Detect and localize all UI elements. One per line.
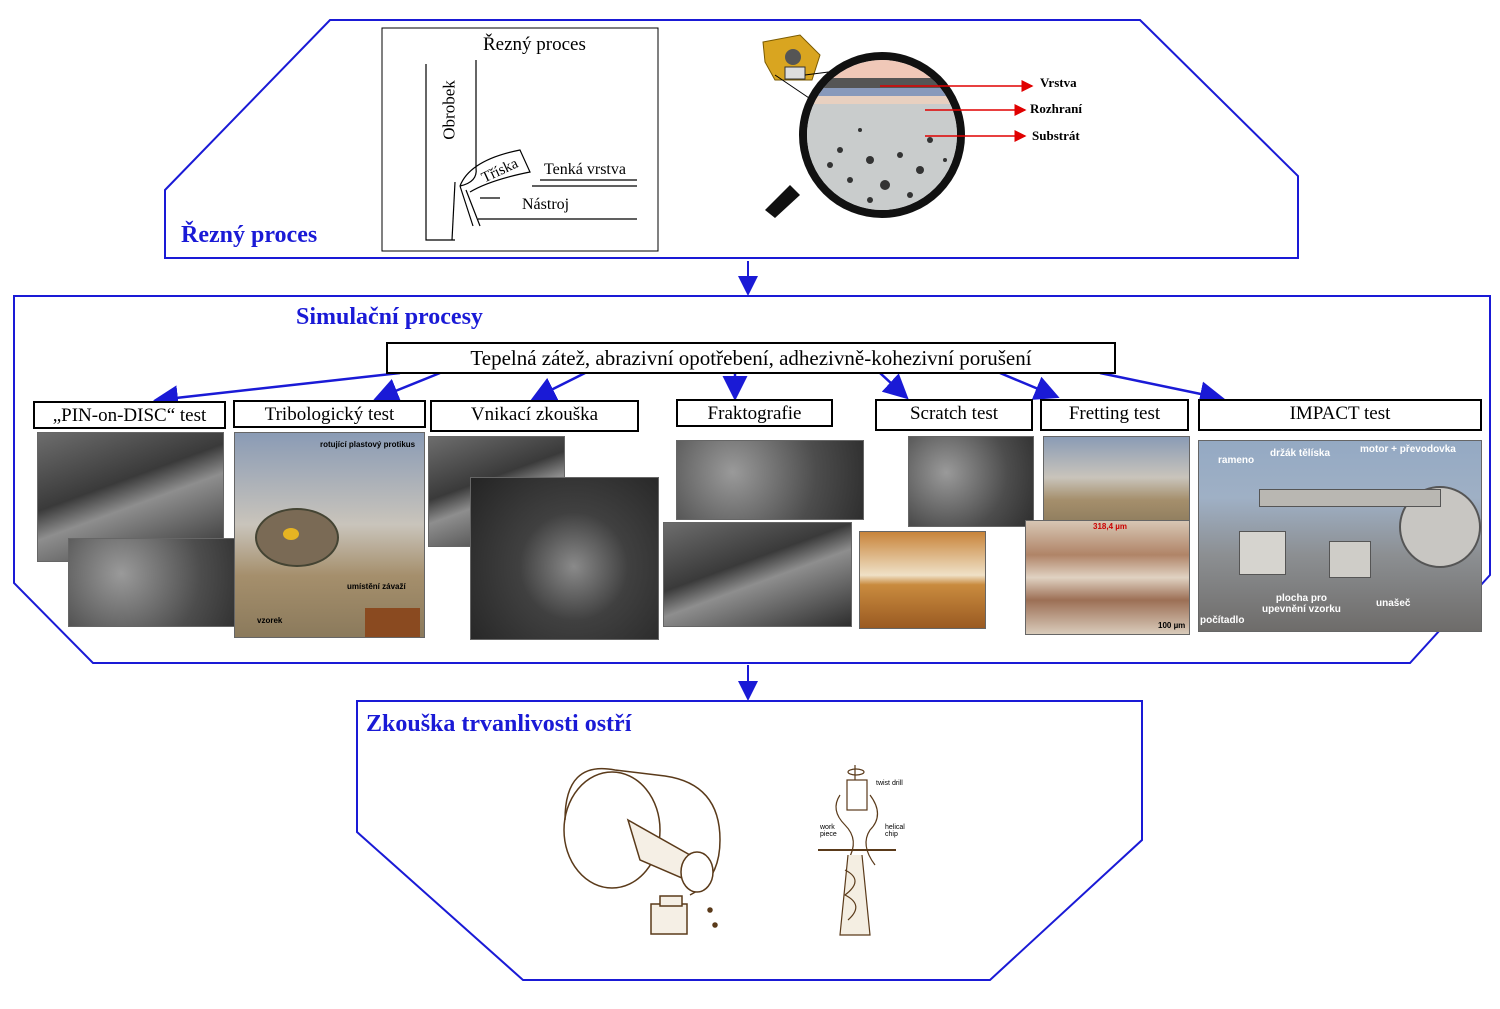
test-label-impact: IMPACT test xyxy=(1198,399,1482,431)
impact-motor-label: motor + převodovka xyxy=(1360,444,1456,455)
fretting-photo-2 xyxy=(1025,520,1190,635)
label-rozhrani: Rozhraní xyxy=(1030,101,1082,116)
impact-counter-label: počítadlo xyxy=(1200,615,1245,626)
tribology-photo xyxy=(234,432,425,638)
durability-frame xyxy=(356,700,1143,981)
durability-title: Zkouška trvanlivosti ostří xyxy=(366,711,632,737)
sketch-tenka-vrstva: Tenká vrstva xyxy=(544,161,626,178)
tribology-weight-label: umístění závaží xyxy=(347,582,406,591)
sketch-title: Řezný proces xyxy=(483,34,586,55)
impact-holder-label: držák tělíska xyxy=(1270,448,1331,459)
test-label-tribology: Tribologický test xyxy=(233,400,426,428)
pin-on-disc-photo-2 xyxy=(68,538,244,627)
lathe-sketch xyxy=(563,767,721,935)
impact-surface-label: plocha pro upevnění vzorku xyxy=(1262,593,1341,615)
simulation-frame xyxy=(13,295,1491,664)
sketch-nastroj: Nástroj xyxy=(522,196,570,213)
impact-driver-label: unašeč xyxy=(1376,598,1411,609)
label-substrat: Substrát xyxy=(1032,128,1080,143)
test-label-indentation: Vnikací zkouška xyxy=(430,400,639,432)
fractography-photo-2 xyxy=(663,522,852,627)
scratch-photo-2 xyxy=(859,531,986,629)
cutting-process-title: Řezný proces xyxy=(181,222,318,248)
magnifier xyxy=(765,52,965,218)
tribology-counterpart-label: rotující plastový protikus xyxy=(320,440,416,449)
fretting-photo-1 xyxy=(1043,436,1190,528)
insert-illustration xyxy=(762,34,821,81)
scratch-photo-1 xyxy=(908,436,1034,527)
test-label-pin-on-disc: „PIN-on-DISC“ test xyxy=(33,401,226,429)
test-label-scratch: Scratch test xyxy=(875,399,1033,431)
impact-photo xyxy=(1198,440,1482,632)
drill-helical-label: helical chip xyxy=(885,824,905,838)
test-label-fractography: Fraktografie xyxy=(676,399,833,427)
simulation-title: Simulační procesy xyxy=(296,304,483,330)
cutting-sketch-box xyxy=(381,27,659,252)
tribology-sample-label: vzorek xyxy=(257,616,283,625)
mechanisms-box: Tepelná zátež, abrazivní opotřebení, adh… xyxy=(386,342,1116,374)
fractography-photo-1 xyxy=(676,440,864,520)
drill-workpiece-label: work piece xyxy=(820,824,837,838)
impact-arm-label: rameno xyxy=(1218,455,1255,466)
fretting-measure-label: 318,4 µm xyxy=(1093,522,1127,531)
indentation-photo-2 xyxy=(470,477,659,640)
drill-sketch xyxy=(818,765,896,936)
fretting-scale-label: 100 µm xyxy=(1158,621,1186,630)
sketch-obrobek: Obrobek xyxy=(439,80,459,140)
test-label-fretting: Fretting test xyxy=(1040,399,1189,431)
coating-arrows xyxy=(880,80,1034,142)
drill-twist-label: twist drill xyxy=(876,780,903,787)
fan-arrows xyxy=(153,371,1225,411)
cutting-sketch-lines xyxy=(425,60,637,241)
label-vrstva: Vrstva xyxy=(1040,75,1077,90)
cutting-process-frame xyxy=(164,19,1299,259)
